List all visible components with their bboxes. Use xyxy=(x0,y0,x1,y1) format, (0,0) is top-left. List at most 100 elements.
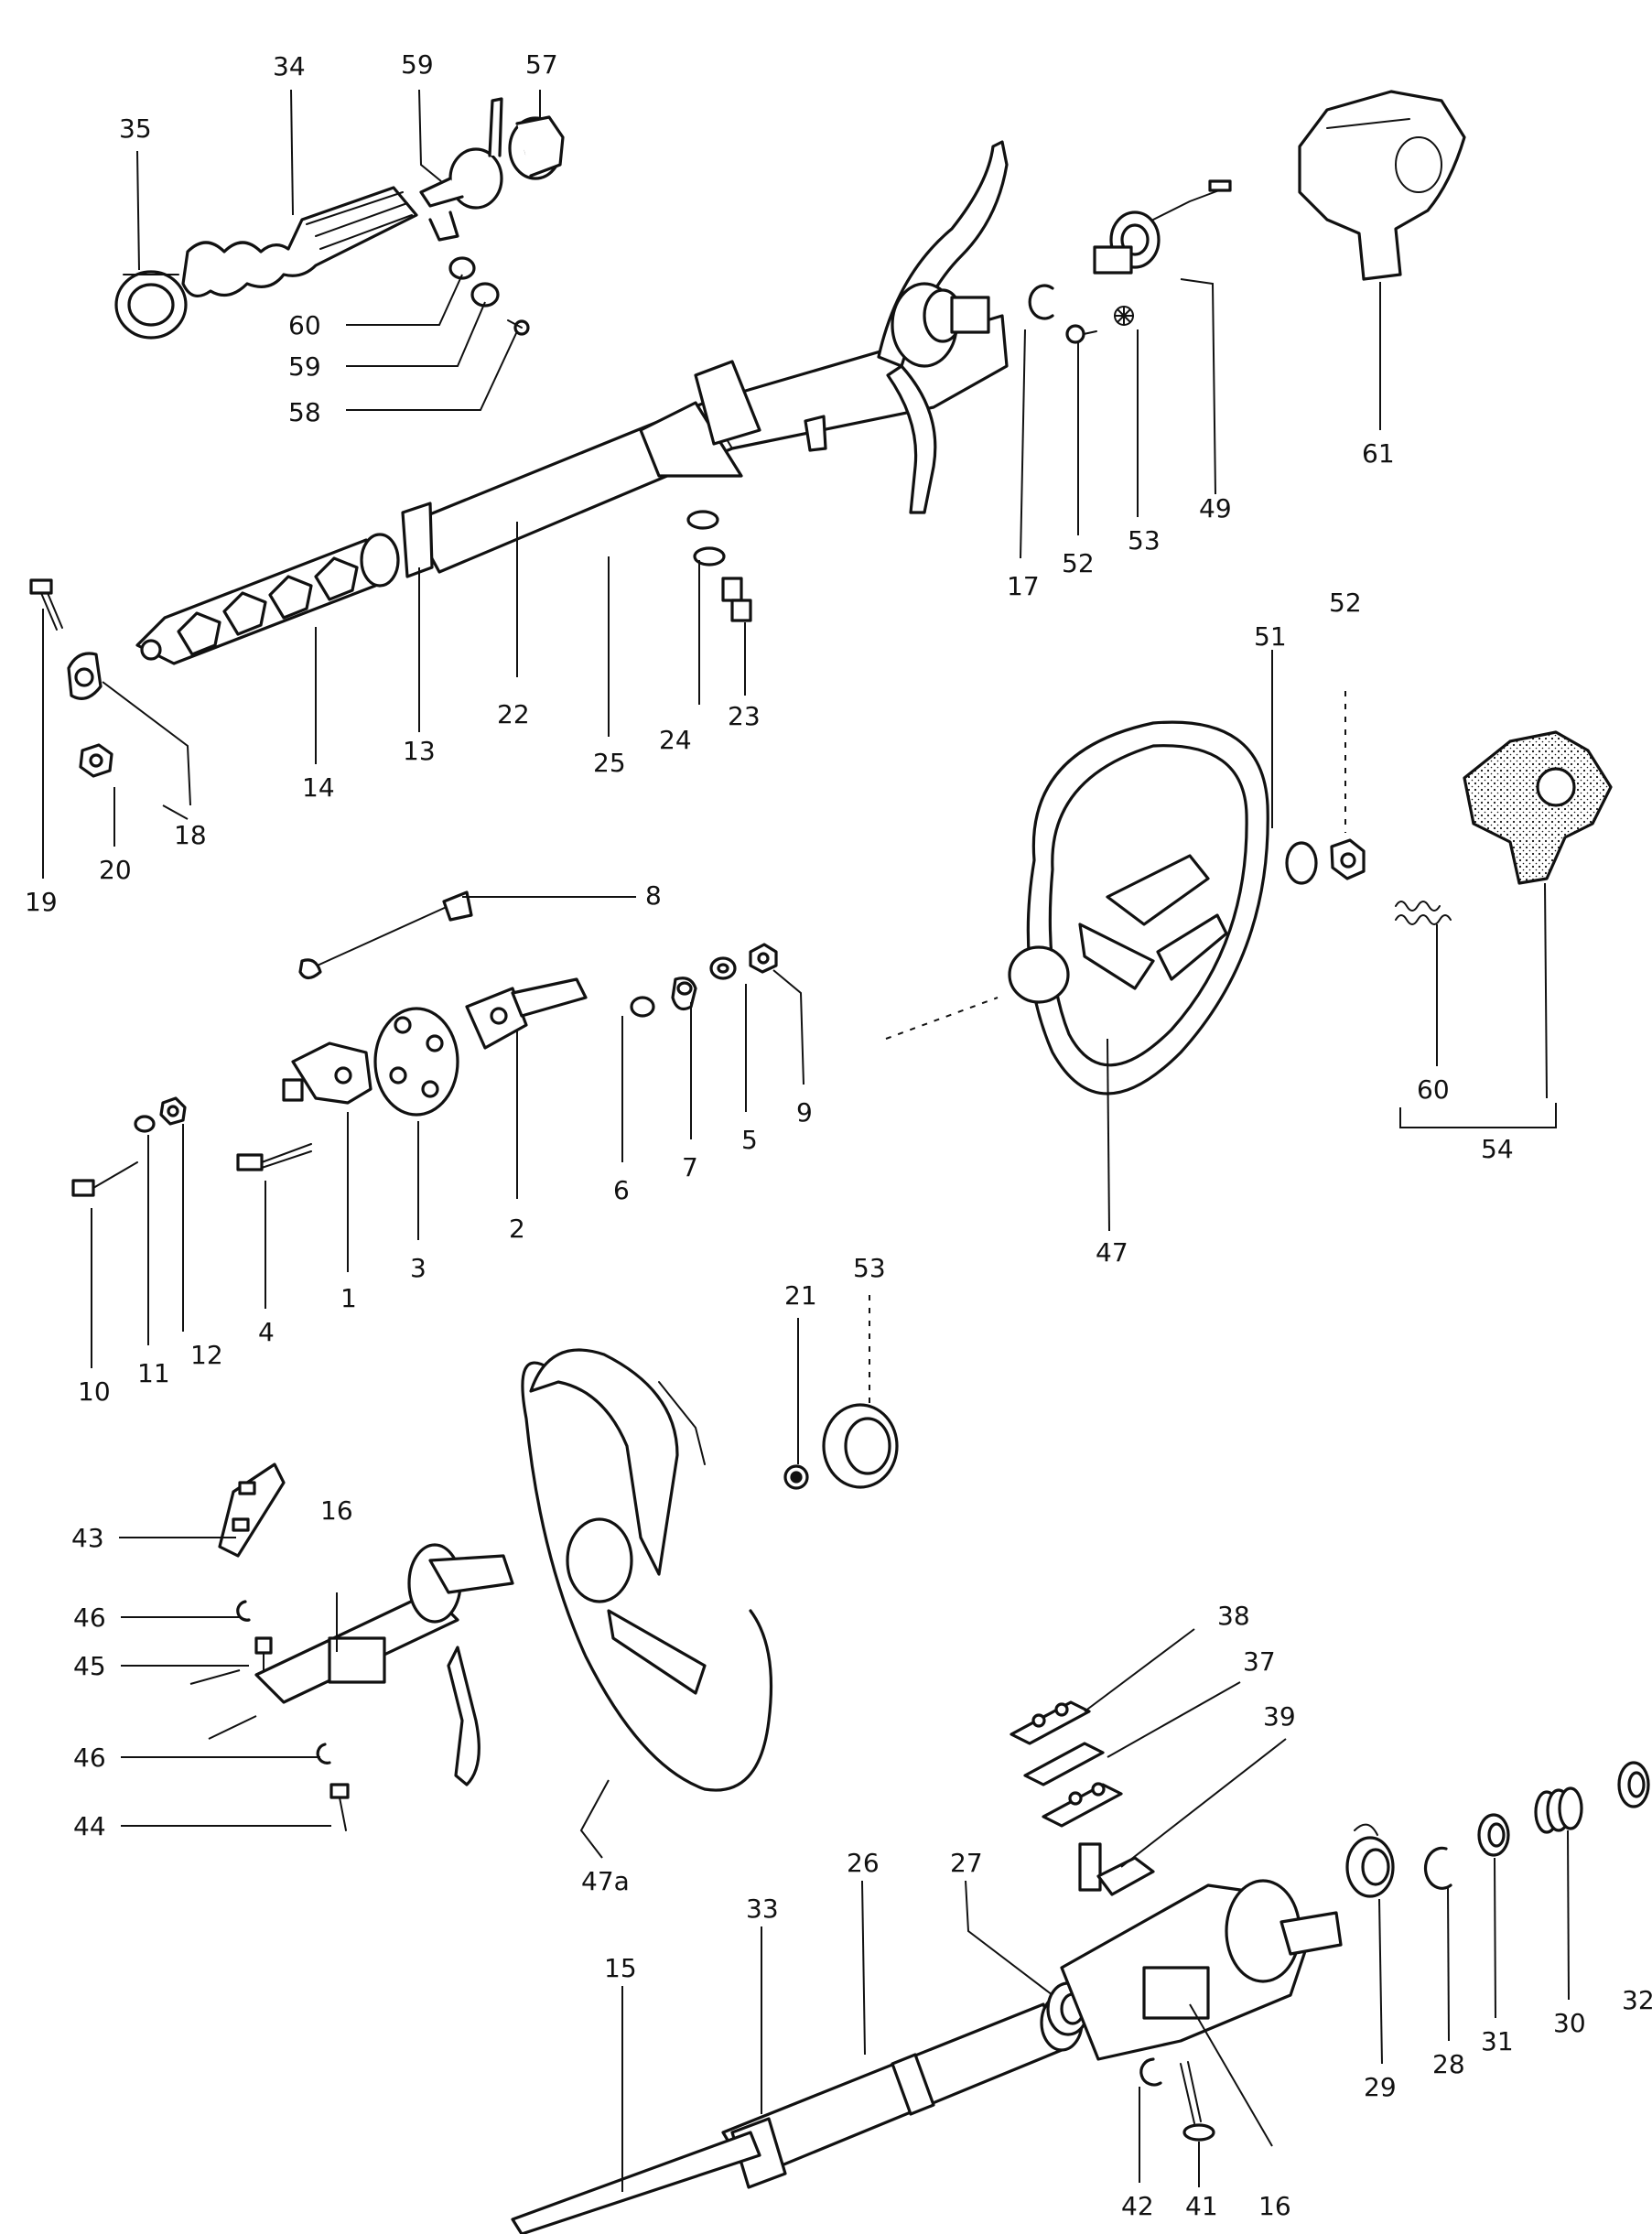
callout-16-lower: 16 xyxy=(1258,2191,1291,2221)
ring-31 xyxy=(1477,1813,1510,1857)
callout-19: 19 xyxy=(25,887,58,917)
callout-58: 59 xyxy=(288,351,321,382)
nut-12 xyxy=(159,1096,187,1126)
grommet-58 xyxy=(470,282,500,308)
horn-pad-54 xyxy=(1463,730,1613,885)
callout-21: 21 xyxy=(784,1280,817,1311)
bracket-43 xyxy=(218,1462,286,1558)
column-tube-22 xyxy=(410,314,1009,574)
steering-wheel-47a xyxy=(521,1348,773,1792)
callout-12: 12 xyxy=(190,1340,223,1370)
callout-labels: 35 34 59 57 60 59 58 19 20 18 14 13 22 2… xyxy=(25,49,1652,2221)
callout-8: 8 xyxy=(645,880,662,911)
callout-43: 43 xyxy=(71,1523,104,1553)
callout-22: 22 xyxy=(497,699,530,729)
callout-61: 61 xyxy=(1362,438,1395,469)
callout-46-lower: 46 xyxy=(73,1743,106,1773)
callout-25: 25 xyxy=(593,748,626,778)
callout-23: 23 xyxy=(728,701,761,731)
callout-15: 15 xyxy=(604,1953,637,1983)
callout-57: 58 xyxy=(288,397,321,427)
callout-50: 53 xyxy=(1128,525,1161,556)
bearing-35 xyxy=(114,270,188,340)
shaft-15 xyxy=(511,2131,761,2234)
callout-29: 29 xyxy=(1364,2072,1397,2102)
bolt-44 xyxy=(329,1783,350,1831)
callout-32: 32 xyxy=(1622,1985,1652,2015)
spring-60 xyxy=(1395,901,1452,925)
callout-2: 2 xyxy=(509,1214,525,1244)
horn-cover-61 xyxy=(1298,90,1466,281)
callout-16-upper: 16 xyxy=(320,1495,353,1526)
callout-48: 49 xyxy=(1199,493,1232,523)
cancelling-ring-48 xyxy=(1093,179,1232,275)
washer-51 xyxy=(1285,841,1318,885)
callout-33: 33 xyxy=(746,1894,779,1924)
callout-51: 51 xyxy=(1254,621,1287,652)
column-shaft-coupling-14 xyxy=(135,538,377,665)
steering-wheel-47 xyxy=(1008,720,1269,1095)
callout-6: 6 xyxy=(613,1175,630,1205)
callout-30: 30 xyxy=(1553,2008,1586,2038)
washer-59 xyxy=(448,256,476,280)
washer-25 xyxy=(686,510,719,530)
screw-49 xyxy=(1065,324,1097,344)
callout-13: 13 xyxy=(403,736,436,766)
callout-28: 28 xyxy=(1432,2049,1465,2079)
flange-shaft-2 xyxy=(465,977,588,1050)
earth-strap-8 xyxy=(298,890,473,980)
callout-3: 3 xyxy=(410,1253,426,1283)
nut-20 xyxy=(79,743,113,778)
callout-45: 45 xyxy=(73,1651,106,1681)
bolt-19 xyxy=(29,578,63,631)
callout-38: 38 xyxy=(1217,1601,1250,1631)
circlip-28 xyxy=(1423,1846,1452,1890)
ring-32 xyxy=(1617,1761,1650,1808)
callout-53: 53 xyxy=(853,1253,886,1283)
washer-5 xyxy=(709,956,737,980)
callout-54: 54 xyxy=(1481,1134,1514,1164)
circlip-46-lower xyxy=(316,1743,331,1765)
leader-lines xyxy=(42,89,1570,2192)
screw-23 xyxy=(721,577,752,622)
callout-9: 9 xyxy=(796,1097,813,1128)
flexible-coupling-disc-3 xyxy=(373,1007,459,1117)
bolt-41 xyxy=(1180,2061,1215,2142)
callout-4: 4 xyxy=(258,1317,275,1347)
pad-39 xyxy=(1042,1782,1123,1828)
callout-11: 11 xyxy=(137,1358,170,1388)
pad-37 xyxy=(1023,1742,1105,1786)
callout-47: 47 xyxy=(1096,1237,1128,1268)
hub-spline-17 xyxy=(891,282,990,368)
nut-52 xyxy=(1330,838,1366,880)
callout-10: 10 xyxy=(78,1376,111,1407)
callout-55: 57 xyxy=(525,49,558,80)
spring-30 xyxy=(1534,1786,1583,1834)
washer-6 xyxy=(630,996,655,1018)
callout-39: 39 xyxy=(1263,1701,1296,1732)
gaiter-boot-34 xyxy=(181,186,418,298)
callout-26: 26 xyxy=(847,1848,880,1878)
screw-57 xyxy=(507,319,530,336)
callout-37: 37 xyxy=(1243,1646,1276,1677)
circlip-46-upper xyxy=(236,1600,251,1622)
callout-24: 24 xyxy=(659,725,692,755)
callout-14: 14 xyxy=(302,772,335,803)
callout-7: 7 xyxy=(682,1152,698,1182)
washer-24 xyxy=(693,546,726,567)
pin xyxy=(1078,1842,1102,1892)
callout-60: 60 xyxy=(1417,1074,1450,1105)
lock-washer-11 xyxy=(134,1115,156,1133)
callout-47a: 47a xyxy=(581,1866,630,1896)
callout-1: 1 xyxy=(340,1283,357,1313)
callout-18: 18 xyxy=(174,820,207,850)
callout-42: 42 xyxy=(1121,2191,1154,2221)
callout-46-upper: 46 xyxy=(73,1603,106,1633)
callout-49: 52 xyxy=(1062,548,1095,578)
cap-53 xyxy=(822,1403,899,1489)
callout-59: 60 xyxy=(288,310,321,340)
pad-38 xyxy=(1010,1700,1091,1745)
callout-31: 31 xyxy=(1481,2026,1514,2056)
callout-52: 52 xyxy=(1329,588,1362,618)
callout-5: 5 xyxy=(741,1125,758,1155)
